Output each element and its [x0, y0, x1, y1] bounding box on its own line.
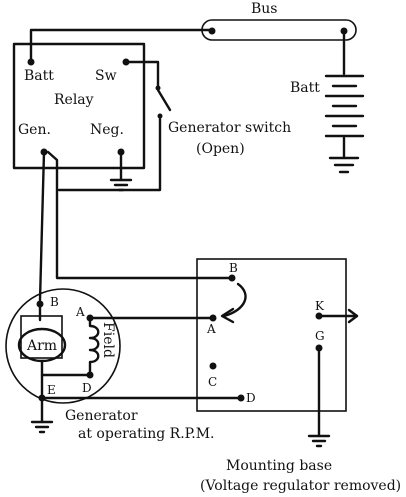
base-a-label: A [206, 322, 216, 336]
mounting-base-box [196, 258, 347, 412]
field-label: Field [100, 322, 116, 358]
jumper-b-to-a-arrow [220, 282, 247, 324]
generator-label-line1: Generator [65, 408, 138, 424]
base-a-terminal [209, 314, 217, 322]
base-c-terminal [209, 362, 217, 370]
gen-d-label: D [82, 381, 92, 395]
relay-neg-label: Neg. [90, 122, 124, 138]
generator-label-line2: at operating R.P.M. [78, 426, 214, 442]
gen-b-label: B [50, 295, 59, 309]
relay-batt-label: Batt [24, 68, 54, 84]
generator-ground-symbol [30, 396, 54, 434]
mounting-base-label-line1: Mounting base [226, 458, 332, 474]
base-c-label: C [208, 375, 217, 389]
generator-switch-label: Generator switch [168, 120, 291, 136]
relay-box [12, 42, 146, 170]
gen-e-label: E [47, 383, 56, 397]
field-coil [88, 316, 100, 377]
relay-batt-terminal [27, 58, 35, 66]
wire-relay-batt-to-bus [29, 28, 214, 62]
base-d-label: D [246, 391, 256, 405]
bus-bar [201, 19, 357, 41]
wire-relay-gen-to-base-b [46, 150, 234, 280]
mounting-base-label-line2: (Voltage regulator removed) [200, 478, 401, 494]
base-g-label: G [315, 329, 325, 343]
base-b-label: B [229, 261, 238, 275]
generator-housing [5, 288, 121, 404]
relay-ground-symbol [109, 150, 133, 192]
base-b-terminal [228, 274, 236, 282]
battery-symbol [324, 29, 365, 174]
armature-label: Arm [26, 338, 57, 354]
bus-label: Bus [251, 1, 278, 17]
battery-label: Batt [290, 80, 320, 96]
relay-gen-label: Gen. [18, 122, 51, 138]
base-d-terminal [237, 394, 245, 402]
generator-switch [57, 60, 172, 192]
relay-sw-label: Sw [95, 68, 117, 84]
gen-a-label: A [75, 305, 85, 319]
relay-title: Relay [54, 92, 94, 108]
base-k-arrow [317, 308, 359, 324]
base-k-label: K [315, 299, 325, 313]
wire-relay-gen-to-gen-b [38, 150, 46, 302]
base-ground-symbol [307, 346, 331, 448]
switch-state-label: (Open) [196, 141, 245, 157]
